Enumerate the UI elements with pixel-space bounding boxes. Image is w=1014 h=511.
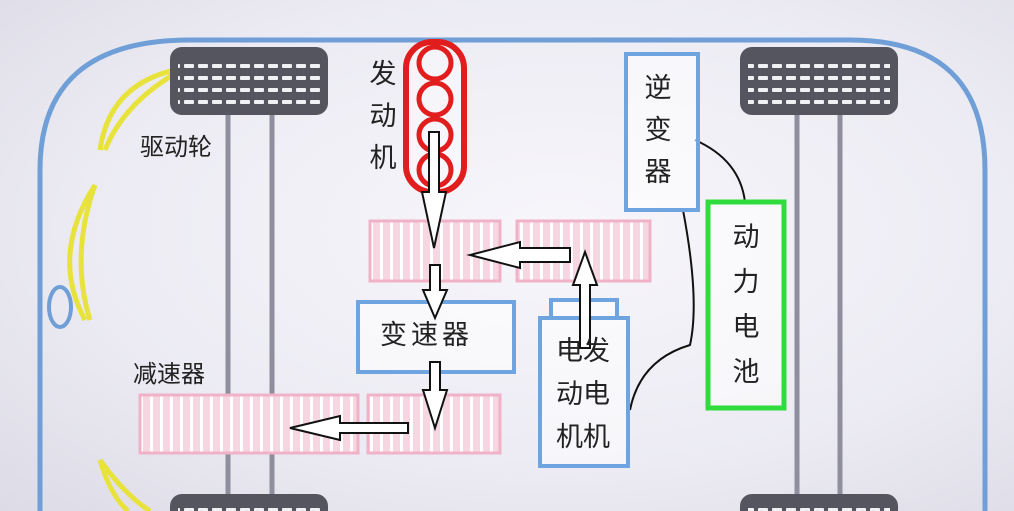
- front-left-tire: [170, 47, 328, 115]
- arrow-to-reducer: [289, 414, 409, 442]
- rear-right-tire: [740, 494, 898, 511]
- car-body-outline: [37, 37, 988, 511]
- arrow-engine-down: [420, 131, 448, 249]
- inverter-label: 逆变器: [644, 73, 672, 188]
- arrow-transmission-down: [421, 361, 449, 432]
- arrow-generator-up: [571, 249, 599, 349]
- arrow-gear-to-transmission: [421, 264, 449, 321]
- arrow-generator-left: [466, 240, 571, 270]
- front-sensor-icon: [47, 285, 73, 329]
- drive-wheel-label: 驱动轮: [140, 133, 212, 161]
- power-wires: [629, 139, 746, 411]
- inverter-box: [624, 52, 700, 212]
- front-right-tire: [740, 47, 898, 115]
- transmission-label: 变速器: [380, 320, 473, 351]
- battery-box: [705, 199, 787, 411]
- rear-left-tire: [170, 494, 328, 511]
- battery-label: 动力电池: [732, 222, 760, 388]
- power-flow-arrows: [289, 131, 599, 442]
- engine-label: 发动机: [369, 59, 397, 174]
- generator-label: 电发动电机机: [556, 336, 610, 453]
- reducer-label: 减速器: [133, 360, 205, 388]
